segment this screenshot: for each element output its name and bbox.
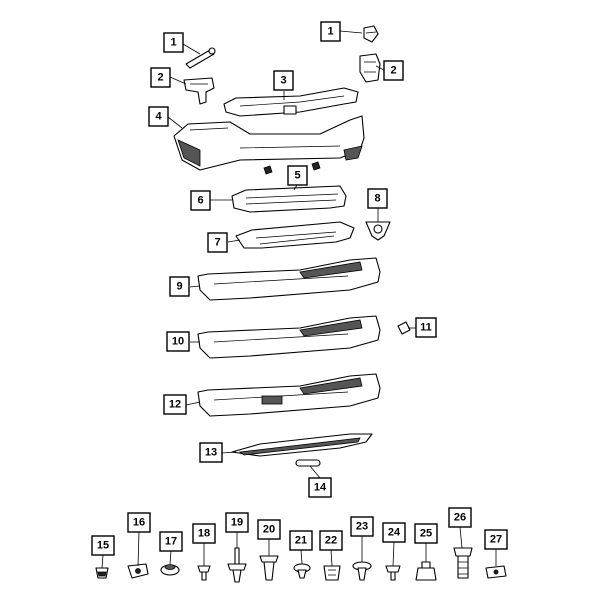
callout-label: 2 bbox=[157, 72, 163, 84]
callout-19: 19 bbox=[225, 512, 249, 533]
callout-15: 15 bbox=[91, 535, 115, 556]
callout-label: 14 bbox=[314, 482, 327, 494]
callout-label: 6 bbox=[197, 195, 203, 207]
callout-label: 1 bbox=[327, 26, 333, 38]
callout-label: 10 bbox=[172, 336, 184, 348]
callout-label: 25 bbox=[420, 528, 432, 540]
part-5-clips bbox=[263, 161, 321, 175]
part-11-clip bbox=[397, 321, 411, 335]
part-21-fastener bbox=[293, 563, 311, 579]
callout-12: 12 bbox=[163, 394, 187, 415]
callout-label: 16 bbox=[133, 517, 145, 529]
part-13-skid-plate bbox=[231, 433, 373, 457]
part-2-left-bracket bbox=[183, 77, 215, 105]
callout-label: 15 bbox=[97, 540, 109, 552]
callout-label: 22 bbox=[325, 535, 337, 547]
part-15-fastener bbox=[95, 567, 109, 579]
callout-4: 4 bbox=[148, 106, 169, 127]
callout-label: 18 bbox=[198, 528, 210, 540]
part-2-right-bracket bbox=[359, 53, 381, 83]
callout-label: 5 bbox=[294, 170, 300, 182]
part-12-lower-fascia bbox=[197, 373, 381, 417]
callout-label: 17 bbox=[165, 536, 177, 548]
callout-label: 11 bbox=[420, 322, 432, 334]
callout-22: 22 bbox=[319, 530, 343, 551]
part-17-fastener bbox=[160, 564, 180, 576]
callout-label: 19 bbox=[231, 517, 243, 529]
part-24-fastener bbox=[385, 565, 401, 581]
callout-7: 7 bbox=[207, 232, 228, 253]
callout-label: 2 bbox=[390, 65, 396, 77]
callout-8: 8 bbox=[367, 188, 388, 209]
part-25-fastener bbox=[415, 561, 437, 581]
callout-label: 8 bbox=[374, 193, 380, 205]
callout-label: 23 bbox=[356, 521, 368, 533]
callout-18: 18 bbox=[192, 523, 216, 544]
callout-6: 6 bbox=[190, 190, 211, 211]
callout-label: 20 bbox=[263, 524, 275, 536]
part-9-lower-fascia bbox=[197, 257, 381, 301]
callout-1-right: 1 bbox=[320, 21, 341, 42]
part-14-reflector bbox=[295, 459, 321, 467]
callout-20: 20 bbox=[257, 519, 281, 540]
part-7-absorber bbox=[235, 221, 355, 249]
part-22-fastener bbox=[323, 565, 341, 581]
callout-label: 21 bbox=[295, 535, 307, 547]
callout-27: 27 bbox=[484, 529, 508, 550]
callout-10: 10 bbox=[166, 331, 190, 352]
callout-2-left: 2 bbox=[150, 67, 171, 88]
callout-label: 1 bbox=[170, 37, 176, 49]
callout-5: 5 bbox=[287, 165, 308, 186]
callout-1-left: 1 bbox=[163, 32, 184, 53]
callout-label: 4 bbox=[155, 111, 162, 123]
callout-23: 23 bbox=[350, 516, 374, 537]
part-26-fastener bbox=[453, 547, 473, 579]
callout-16: 16 bbox=[127, 512, 151, 533]
part-10-lower-fascia bbox=[197, 315, 381, 359]
part-3-retainer bbox=[223, 87, 359, 117]
callout-9: 9 bbox=[169, 276, 190, 297]
callout-label: 3 bbox=[280, 75, 286, 87]
callout-label: 26 bbox=[454, 512, 466, 524]
part-1-right-clip bbox=[363, 25, 379, 43]
part-8-bracket bbox=[365, 221, 391, 241]
part-1-left-bracket bbox=[185, 47, 216, 69]
callout-label: 13 bbox=[205, 447, 217, 459]
part-20-fastener bbox=[259, 555, 279, 581]
part-6-impact-bar bbox=[231, 185, 347, 213]
callout-label: 24 bbox=[388, 527, 401, 539]
callout-13: 13 bbox=[199, 442, 223, 463]
callout-label: 27 bbox=[490, 534, 502, 546]
callout-label: 12 bbox=[169, 399, 181, 411]
callout-21: 21 bbox=[289, 530, 313, 551]
part-19-fastener bbox=[227, 547, 247, 583]
part-4-fascia bbox=[173, 115, 365, 171]
callout-17: 17 bbox=[159, 531, 183, 552]
callout-24: 24 bbox=[382, 522, 406, 543]
part-27-fastener bbox=[485, 565, 507, 579]
callout-label: 9 bbox=[176, 281, 182, 293]
part-16-fastener bbox=[127, 563, 149, 579]
callout-3: 3 bbox=[273, 70, 294, 91]
callout-14: 14 bbox=[308, 477, 332, 498]
part-23-fastener bbox=[352, 561, 372, 581]
callout-2-right: 2 bbox=[383, 60, 404, 81]
leader-lines bbox=[101, 30, 497, 569]
callout-25: 25 bbox=[414, 523, 438, 544]
callout-11: 11 bbox=[415, 317, 437, 338]
part-18-fastener bbox=[197, 565, 211, 581]
callout-label: 7 bbox=[214, 237, 220, 249]
callout-26: 26 bbox=[448, 507, 472, 528]
